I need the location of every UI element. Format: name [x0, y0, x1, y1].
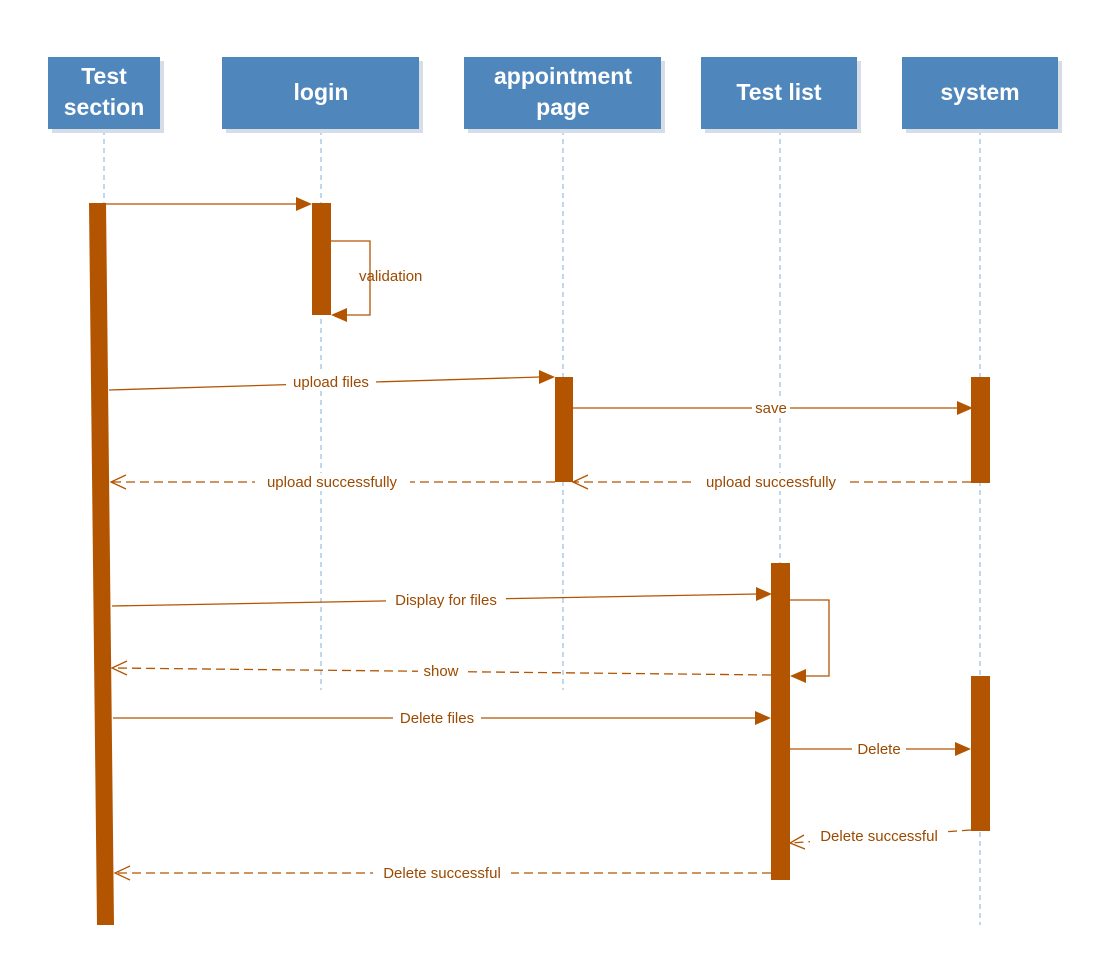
message-label-upload-successfully-1: upload successfully [267, 474, 398, 491]
participant-system: system [902, 57, 1062, 133]
message-label-delete-files: Delete files [400, 710, 474, 727]
arrowhead-solid [331, 308, 347, 322]
activation-system-2 [971, 676, 990, 831]
participant-label-appointment-page-line2: page [536, 94, 590, 120]
participant-appointment-page: appointment page [464, 57, 665, 133]
message-label-upload-successfully-2: upload successfully [706, 474, 837, 491]
arrowhead-solid [755, 711, 771, 725]
participant-test-list: Test list [701, 57, 861, 133]
message-delete-successful-1: Delete successful [788, 827, 972, 850]
message-label-display-for-files: Display for files [395, 592, 497, 609]
participant-label-system: system [940, 79, 1019, 105]
message-validation: validation [331, 240, 422, 322]
arrowhead-solid [296, 197, 312, 211]
activation-test-section [89, 203, 114, 925]
participant-label-test-list: Test list [736, 79, 822, 105]
participant-login: login [222, 57, 423, 133]
participant-label-test-section-line2: section [64, 94, 145, 120]
arrowhead-solid [955, 742, 971, 756]
activation-system-1 [971, 377, 990, 483]
message-show: show [110, 660, 772, 680]
activation-test-list [771, 563, 790, 880]
activation-appointment-page [555, 377, 573, 482]
message-label-delete-successful-2: Delete successful [383, 865, 501, 882]
message-login-call [106, 197, 312, 211]
message-upload-successfully-2: upload successfully [571, 473, 971, 491]
arrowhead-open [788, 834, 806, 850]
participant-label-test-section-line1: Test [81, 63, 127, 89]
participant-test-section: Test section [48, 57, 164, 133]
arrowhead-solid [539, 370, 555, 384]
message-label-show: show [423, 663, 458, 680]
message-label-delete: Delete [857, 741, 900, 758]
arrowhead-solid [957, 401, 973, 415]
message-upload-files: upload files [108, 370, 555, 391]
arrowhead-solid [790, 669, 806, 683]
arrowhead-solid [756, 587, 772, 601]
participant-label-appointment-page-line1: appointment [494, 63, 632, 89]
message-label-save: save [755, 400, 787, 417]
participant-label-login: login [294, 79, 349, 105]
arrowhead-open [571, 474, 589, 490]
message-list-self [790, 599, 830, 683]
message-delete-files: Delete files [113, 709, 771, 727]
message-save: save [573, 399, 973, 417]
arrowhead-open [109, 474, 127, 490]
message-label-delete-successful-1: Delete successful [820, 828, 938, 845]
activation-login [312, 203, 331, 315]
message-label-validation: validation [359, 268, 422, 285]
message-label-upload-files: upload files [293, 374, 369, 391]
arrowhead-open [110, 660, 128, 676]
message-delete-successful-2: Delete successful [113, 864, 771, 882]
arrowhead-open [113, 865, 131, 881]
message-upload-successfully-1: upload successfully [109, 473, 555, 491]
message-display-for-files: Display for files [111, 587, 772, 609]
message-delete: Delete [790, 740, 971, 758]
